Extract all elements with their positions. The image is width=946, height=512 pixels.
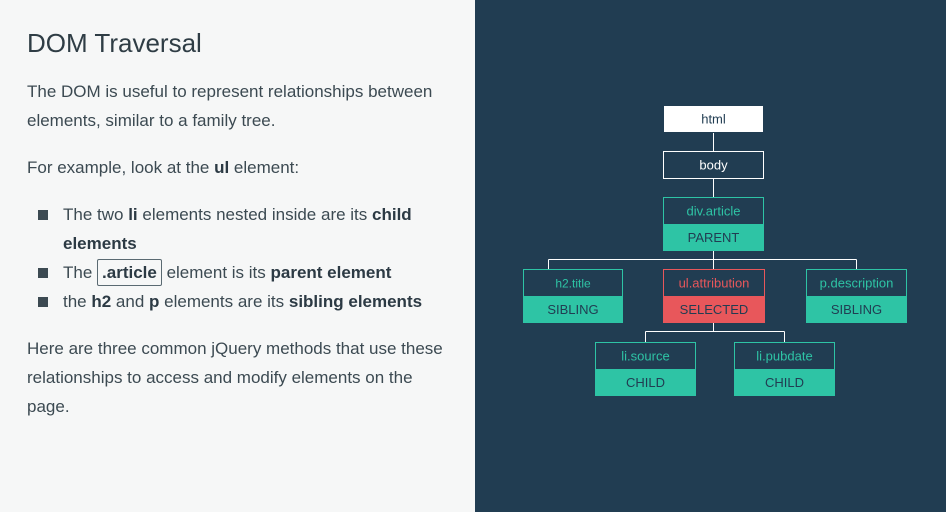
node-li-pubdate: li.pubdate CHILD [734,342,835,396]
node-li-pubdate-box [734,342,835,370]
node-html-box [663,105,764,133]
node-ul-attribution: ul.attribution SELECTED [663,269,765,323]
bullet-text: the [63,292,92,311]
node-div-article-label: div.article [687,204,741,219]
bullet-bold: p [149,292,160,311]
tree-connectors [548,132,857,343]
example-suffix: element: [229,158,300,177]
dom-tree-panel: html body div.article PARENT h2.title SI… [475,0,946,512]
intro-paragraph: The DOM is useful to represent relations… [27,82,433,130]
bullet-square-icon [38,268,48,278]
node-ul-attribution-label: ul.attribution [679,276,750,291]
bullet-square-icon [38,297,48,307]
list-item-children: The two li elements nested inside are it… [38,200,458,258]
node-ul-attribution-role-box [663,296,765,323]
node-p-description-label: p.description [820,276,894,291]
node-li-pubdate-role: CHILD [765,375,804,390]
node-li-pubdate-role-box [734,369,835,396]
bullet-square-icon [38,210,48,220]
node-h2-title-role-box [523,296,623,323]
node-h2-title-role: SIBLING [547,302,598,317]
node-body: body [663,151,764,179]
node-li-source-box [595,342,696,370]
bullet-bold: sibling elements [288,292,423,311]
bullet-text: elements nested inside are its [137,205,373,224]
bullet-text: elements are its [159,292,289,311]
dom-tree-diagram: html body div.article PARENT h2.title SI… [523,105,907,396]
outro-paragraph: Here are three common jQuery methods tha… [27,339,443,416]
example-prefix: For example, look at the [27,158,215,177]
bullet-bold: parent element [270,263,392,282]
node-p-description-role: SIBLING [831,302,882,317]
node-p-description: p.description SIBLING [806,269,907,323]
article-code-chip: .article [97,259,162,286]
relationship-list: The two li elements nested inside are it… [38,200,458,316]
list-item-parent: The .article element is its parent eleme… [38,258,458,287]
node-div-article: div.article PARENT [663,197,764,251]
node-ul-attribution-box [663,269,765,297]
bullet-bold: child elements [63,205,412,253]
node-ul-attribution-role: SELECTED [680,302,749,317]
text-panel: DOM Traversal The DOM is useful to repre… [27,28,458,416]
bullet-text: and [111,292,150,311]
bullet-bold: li [128,205,138,224]
node-div-article-role: PARENT [688,230,740,245]
bullet-text: The [63,263,98,282]
node-p-description-role-box [806,296,907,323]
list-item-siblings: the h2 and p elements are its sibling el… [38,287,458,316]
node-li-source-role-box [595,369,696,396]
node-h2-title-label: h2.title [555,277,591,291]
node-h2-title: h2.title SIBLING [523,269,623,323]
bullet-text: element is its [161,263,271,282]
node-div-article-role-box [663,224,764,251]
bullet-text: The two [63,205,129,224]
node-li-source-role: CHILD [626,375,665,390]
node-li-pubdate-label: li.pubdate [756,349,812,364]
example-paragraph: For example, look at the ul element: [27,153,299,182]
example-code: ul [214,158,230,177]
node-li-source: li.source CHILD [595,342,696,396]
node-body-box [663,151,764,179]
node-html-label: html [701,112,726,127]
node-li-source-label: li.source [621,349,669,364]
node-html: html [663,105,764,133]
node-body-label: body [699,158,728,173]
slide-title: DOM Traversal [27,28,202,58]
bullet-bold: h2 [91,292,112,311]
